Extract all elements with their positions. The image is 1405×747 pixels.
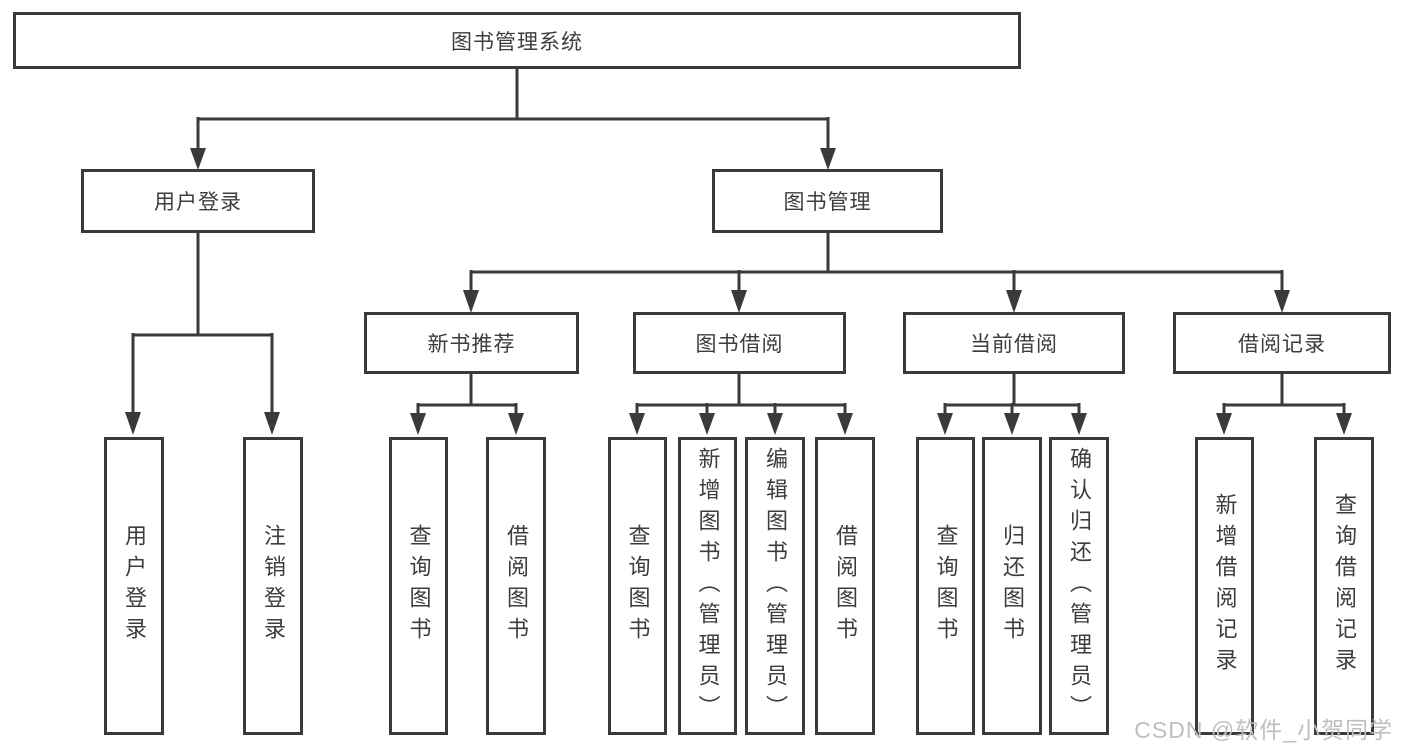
leaf-confirm-return-admin: 确认归还（管理员）	[1049, 437, 1109, 735]
node-current-borrow: 当前借阅	[903, 312, 1125, 374]
leaf-query-borrow-record-label: 查询借阅记录	[1332, 493, 1357, 679]
node-new-book-recommend-label: 新书推荐	[427, 333, 516, 356]
node-book-borrow-label: 图书借阅	[695, 333, 784, 356]
leaf-return-books-label: 归还图书	[1000, 524, 1025, 648]
leaf-query-books-borrow-label: 查询图书	[625, 524, 651, 648]
leaf-user-login: 用户登录	[104, 437, 164, 735]
node-new-book-recommend: 新书推荐	[364, 312, 579, 374]
leaf-borrow-books-2: 借阅图书	[815, 437, 875, 735]
node-book-borrow: 图书借阅	[633, 312, 846, 374]
node-book-management: 图书管理	[712, 169, 943, 233]
leaf-confirm-return-admin-label: 确认归还（管理员）	[1067, 446, 1092, 726]
leaf-query-books-current: 查询图书	[916, 437, 975, 735]
leaf-query-books-recommend-label: 查询图书	[406, 524, 432, 648]
leaf-add-books-admin: 新增图书（管理员）	[678, 437, 737, 735]
node-current-borrow-label: 当前借阅	[970, 333, 1058, 356]
node-borrow-records: 借阅记录	[1173, 312, 1391, 374]
leaf-logout-label: 注销登录	[261, 524, 286, 648]
leaf-query-borrow-record: 查询借阅记录	[1314, 437, 1374, 735]
leaf-edit-books-admin-label: 编辑图书（管理员）	[763, 446, 788, 726]
leaf-borrow-books-2-label: 借阅图书	[833, 524, 858, 648]
csdn-watermark: CSDN @软件_小贺同学	[1134, 717, 1393, 743]
leaf-borrow-books-recommend-label: 借阅图书	[504, 524, 529, 648]
node-book-management-label: 图书管理	[783, 191, 872, 214]
leaf-return-books: 归还图书	[982, 437, 1042, 735]
node-borrow-records-label: 借阅记录	[1238, 333, 1326, 356]
leaf-user-login-label: 用户登录	[122, 524, 147, 648]
leaf-add-borrow-record-label: 新增借阅记录	[1212, 493, 1238, 679]
leaf-logout: 注销登录	[243, 437, 303, 735]
leaf-add-borrow-record: 新增借阅记录	[1195, 437, 1254, 735]
node-root: 图书管理系统	[13, 12, 1021, 69]
leaf-add-books-admin-label: 新增图书（管理员）	[695, 446, 721, 726]
leaf-borrow-books-recommend: 借阅图书	[486, 437, 546, 735]
node-user-login: 用户登录	[81, 169, 315, 233]
leaf-edit-books-admin: 编辑图书（管理员）	[745, 437, 805, 735]
node-user-login-label: 用户登录	[154, 191, 242, 214]
leaf-query-books-current-label: 查询图书	[933, 524, 959, 648]
leaf-query-books-recommend: 查询图书	[389, 437, 448, 735]
node-root-label: 图书管理系统	[451, 30, 583, 54]
leaf-query-books-borrow: 查询图书	[608, 437, 667, 735]
